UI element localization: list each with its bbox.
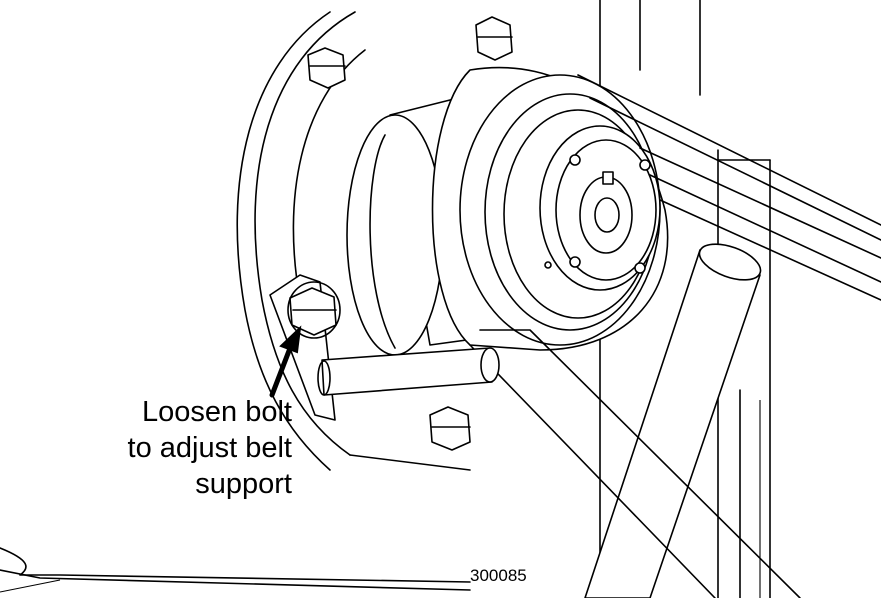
hex-bolt-bottom <box>429 406 471 451</box>
callout-arrow-icon <box>269 325 302 398</box>
hex-bolt-top-left <box>307 47 346 89</box>
hex-bolt-top-right <box>475 16 513 61</box>
callout-line-1: Loosen bolt <box>142 396 292 428</box>
pulley <box>431 66 669 351</box>
callout-label: Loosen bolt to adjust belt support <box>82 394 292 502</box>
callout-line-3: support <box>195 468 292 500</box>
lower-sheet-edge <box>0 547 471 593</box>
hex-bolt-adjust <box>287 281 341 339</box>
callout-line-2: to adjust belt <box>127 432 292 464</box>
figure-number: 300085 <box>470 566 527 585</box>
drive-belt <box>469 74 881 598</box>
diagonal-strut <box>584 243 762 598</box>
